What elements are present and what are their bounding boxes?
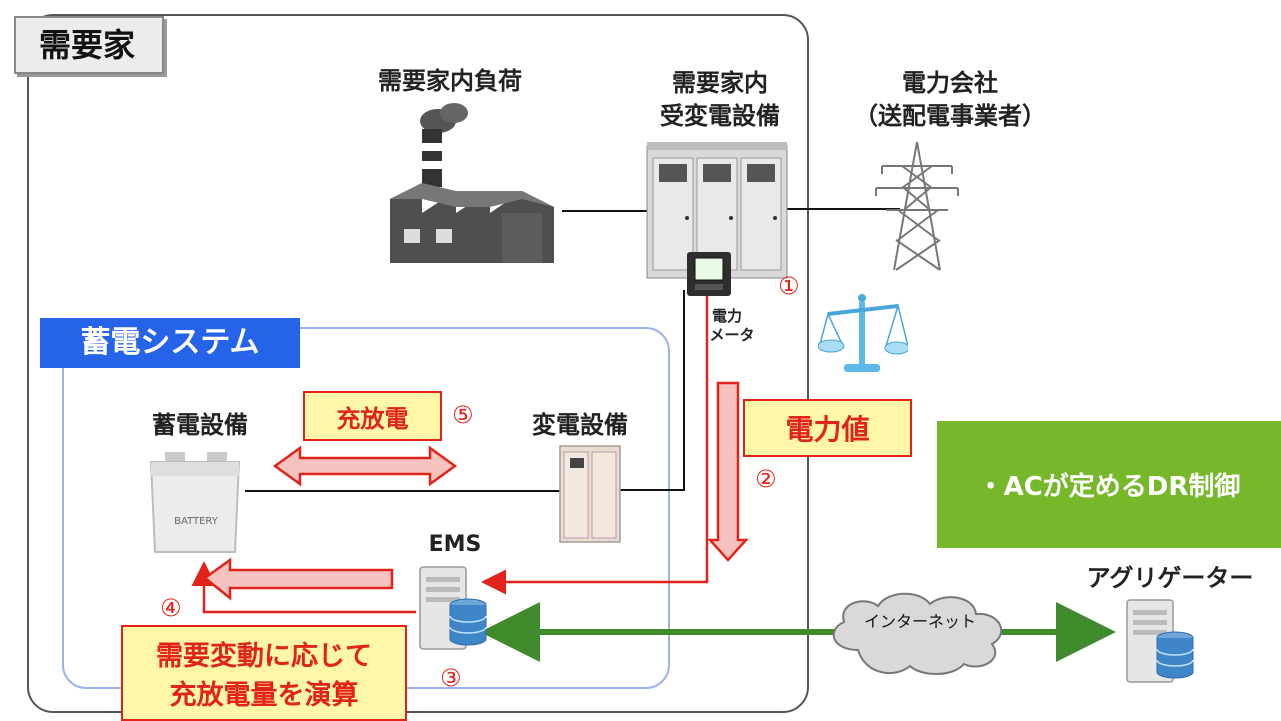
battery-text: BATTERY — [174, 516, 218, 527]
battery-icon — [149, 452, 241, 553]
internet-cloud — [832, 592, 1003, 675]
line-meter-to-transformer — [620, 290, 685, 491]
label-utility-line1: 電力会社 — [902, 69, 998, 97]
label-battery-equipment: 蓄電設備 — [152, 411, 248, 439]
label-ems: EMS — [428, 532, 482, 557]
label-substation-line1: 需要家内 — [672, 69, 768, 97]
storage-system-title: 蓄電システム — [40, 318, 300, 368]
label-meter-line1: 電力 — [711, 307, 742, 325]
balance-scale-icon — [818, 294, 908, 372]
label-load: 需要家内負荷 — [378, 67, 522, 95]
label-meter-line2: メータ — [709, 326, 755, 344]
label-transformer: 変電設備 — [532, 411, 628, 439]
dr-control-box: ・ACが定めるDR制御 — [937, 421, 1281, 548]
consumer-title-tab — [14, 16, 164, 74]
power-meter-icon — [687, 252, 731, 296]
aggregator-server-icon — [1126, 599, 1194, 683]
callout-power-value: 電力値 — [743, 399, 912, 457]
label-internet: インターネット — [863, 612, 976, 631]
arrow-ems-to-battery — [191, 561, 416, 614]
step-1: ① — [778, 272, 800, 300]
label-substation-line2: 受変電設備 — [660, 102, 780, 130]
callout-compute-line1: 需要変動に応じて — [156, 641, 372, 672]
arrow-charge-discharge — [272, 445, 458, 487]
label-utility-line2: （送配電事業者） — [854, 102, 1046, 130]
transformer-cabinet-icon — [559, 445, 621, 543]
callout-compute: 需要変動に応じて 充放電量を演算 — [121, 625, 407, 721]
label-aggregator: アグリゲーター — [1086, 564, 1254, 592]
step-4: ④ — [160, 594, 182, 622]
arrow-meter-to-ems — [481, 296, 709, 595]
ems-server-icon — [419, 566, 487, 650]
callout-charge-discharge: 充放電 — [303, 391, 442, 441]
step-5: ⑤ — [452, 401, 474, 429]
transmission-tower-icon — [875, 141, 959, 271]
factory-icon — [390, 103, 554, 263]
consumer-frame — [27, 14, 809, 713]
step-2: ② — [755, 465, 777, 493]
arrow-power-value — [707, 381, 749, 562]
step-3: ③ — [440, 664, 462, 692]
arrow-control-to-battery — [202, 557, 394, 601]
substation-cabinet-icon — [646, 142, 788, 279]
callout-compute-line2: 充放電量を演算 — [169, 680, 359, 711]
consumer-title: 需要家 — [38, 26, 135, 64]
